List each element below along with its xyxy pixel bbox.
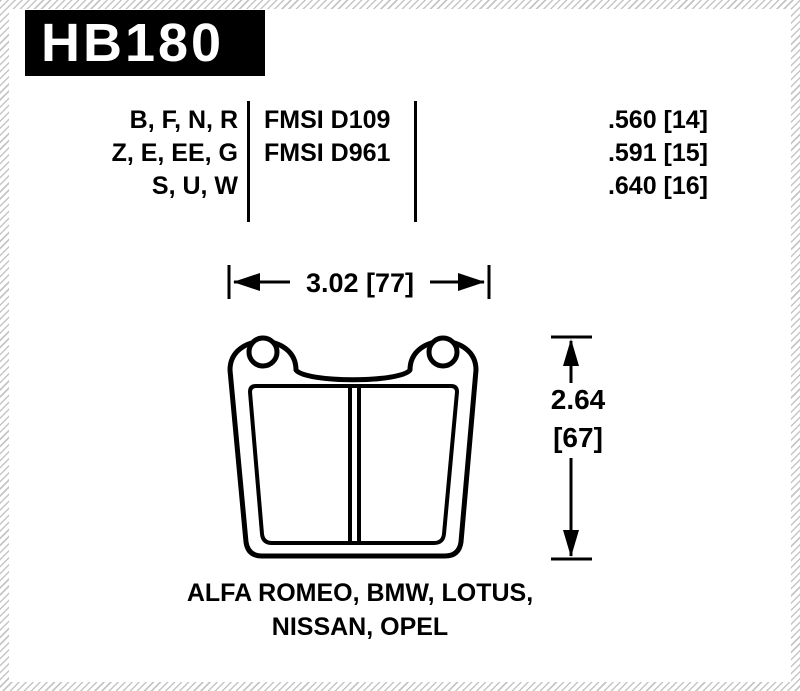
mounting-hole-left <box>246 335 280 369</box>
table-divider-left <box>247 101 250 222</box>
height-dimension-bracket: [67] <box>553 422 603 453</box>
arrow-down-icon <box>563 530 579 557</box>
mounting-hole-right <box>426 335 460 369</box>
arrow-left-icon <box>233 273 260 291</box>
table-divider-right <box>414 101 417 222</box>
arrow-right-icon <box>458 273 485 291</box>
thickness-row: .560 [14] <box>607 106 708 134</box>
compound-row: Z, E, EE, G <box>111 139 238 167</box>
brake-pad-drawing <box>227 335 479 559</box>
width-label-backing <box>290 264 430 298</box>
part-number-badge: HB180 <box>25 10 265 76</box>
thickness-column: .560 [14] .591 [15] .640 [16] <box>540 104 708 203</box>
pad-inner-outline <box>248 384 459 545</box>
part-number-text: HB180 <box>41 13 225 73</box>
sheet-background <box>9 9 791 682</box>
fmsi-column: FMSI D109 FMSI D961 <box>264 104 414 170</box>
width-dimension: 3.02 [77] <box>227 264 491 299</box>
height-dimension-value: 2.64 <box>551 384 606 415</box>
pad-outer-outline <box>227 339 479 559</box>
compound-row: B, F, N, R <box>129 106 238 134</box>
thickness-row: .640 [16] <box>607 172 708 200</box>
compound-row: S, U, W <box>151 172 238 200</box>
applications-text: ALFA ROMEO, BMW, LOTUS, NISSAN, OPEL <box>110 576 610 644</box>
arrow-up-icon <box>563 339 579 366</box>
fmsi-row: FMSI D961 <box>264 139 391 167</box>
thickness-row: .591 [15] <box>607 139 708 167</box>
fmsi-row: FMSI D109 <box>264 106 391 134</box>
width-dimension-label: 3.02 [77] <box>306 268 414 298</box>
height-dimension: 2.64 [67] <box>551 335 606 561</box>
compound-codes-column: B, F, N, R Z, E, EE, G S, U, W <box>40 104 238 203</box>
applications-line-1: ALFA ROMEO, BMW, LOTUS, <box>186 579 534 607</box>
applications-line-2: NISSAN, OPEL <box>271 613 449 641</box>
